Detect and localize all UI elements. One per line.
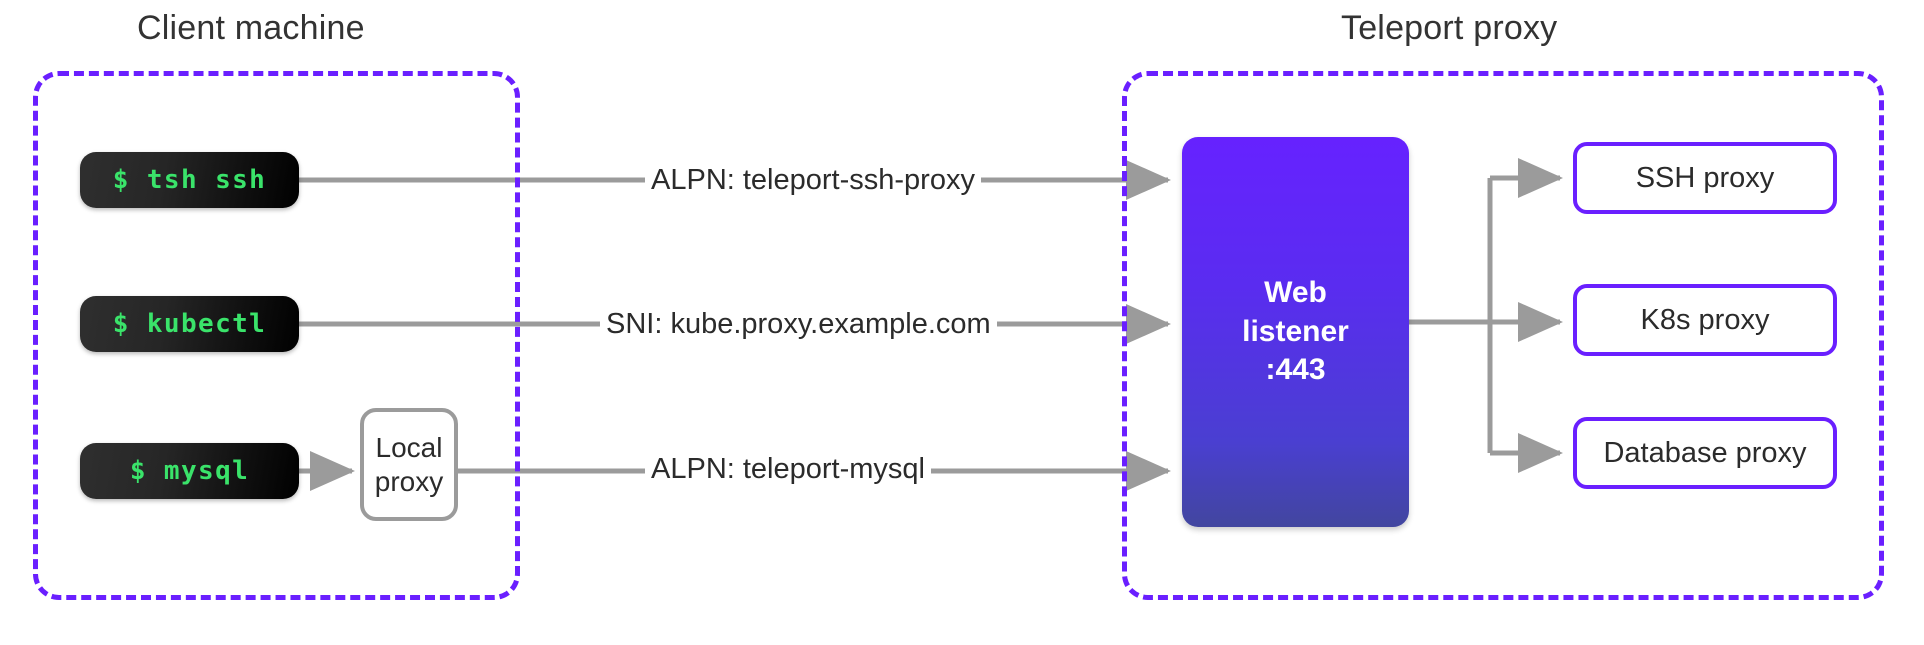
edge-label-alpn-ssh: ALPN: teleport-ssh-proxy: [645, 164, 981, 197]
terminal-tsh-ssh: $ tsh ssh: [80, 152, 299, 208]
local-proxy-label-line2: proxy: [374, 465, 444, 497]
local-proxy-label-line1: Local: [375, 431, 443, 463]
teleport-proxy-title: Teleport proxy: [1341, 9, 1558, 47]
teleport-proxy-zone: [1122, 71, 1884, 600]
database-proxy-node: Database proxy: [1573, 417, 1837, 489]
web-listener-node: Web listener :443: [1182, 137, 1409, 527]
web-listener-line3: :443: [1265, 353, 1326, 387]
terminal-kubectl: $ kubectl: [80, 296, 299, 352]
client-machine-title: Client machine: [137, 9, 365, 47]
edge-label-alpn-mysql: ALPN: teleport-mysql: [645, 453, 931, 486]
k8s-proxy-node: K8s proxy: [1573, 284, 1837, 356]
client-machine-zone: [33, 71, 520, 600]
terminal-mysql: $ mysql: [80, 443, 299, 499]
local-proxy-node: Local proxy: [360, 408, 458, 521]
web-listener-line2: listener: [1242, 314, 1349, 348]
edge-label-sni-kube: SNI: kube.proxy.example.com: [600, 308, 997, 341]
ssh-proxy-node: SSH proxy: [1573, 142, 1837, 214]
web-listener-line1: Web: [1264, 276, 1327, 310]
